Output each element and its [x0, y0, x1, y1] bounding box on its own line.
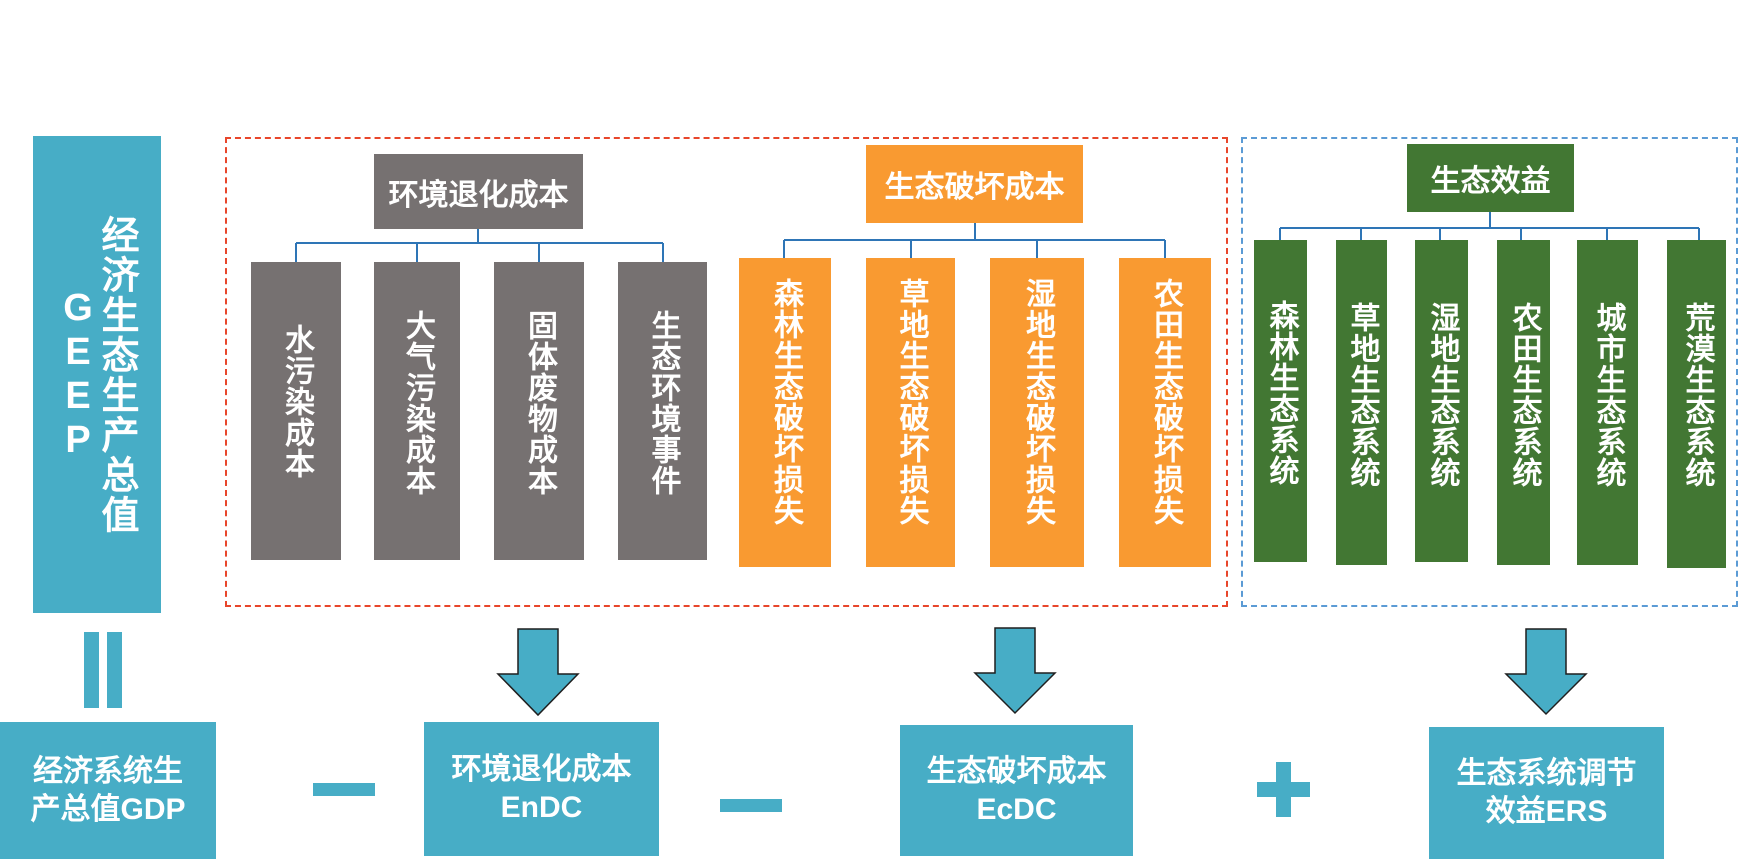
eco-benefit-item-label: 城市生态系统	[1591, 302, 1625, 488]
eco-benefit-item-urban: 城市生态系统	[1577, 240, 1638, 565]
env-item-label: 生态环境事件	[646, 310, 680, 496]
eco-benefit-item-label: 森林生态系统	[1264, 300, 1298, 486]
eco-damage-item-label: 草地生态破坏损失	[894, 278, 928, 526]
eco-benefit-item-farmland: 农田生态系统	[1497, 240, 1550, 565]
env-item-water: 水污染成本	[251, 262, 341, 560]
eco-benefit-item-forest: 森林生态系统	[1254, 240, 1307, 562]
eco-damage-header-label: 生态破坏成本	[884, 171, 1065, 204]
cost-group-frame	[225, 137, 1228, 607]
minus-sign-2	[720, 799, 782, 812]
eco-damage-header: 生态破坏成本	[866, 145, 1083, 223]
env-item-label: 固体废物成本	[523, 310, 556, 496]
eco-damage-item-label: 农田生态破坏损失	[1149, 278, 1182, 526]
env-cost-header-label: 环境退化成本	[388, 178, 569, 212]
gdp-box: 经济系统生 产总值GDP	[0, 722, 216, 859]
eco-damage-item-label: 湿地生态破坏损失	[1021, 278, 1054, 526]
benefit-group-frame	[1241, 137, 1738, 607]
env-item-solid-waste: 固体废物成本	[494, 262, 584, 560]
ers-box: 生态系统调节 效益ERS	[1429, 727, 1664, 859]
minus-sign-1	[313, 783, 375, 796]
eco-benefit-item-wetland: 湿地生态系统	[1415, 240, 1468, 562]
endc-label-line1: 环境退化成本	[451, 753, 632, 786]
eco-benefit-item-label: 湿地生态系统	[1425, 302, 1459, 488]
equals-sign-bar-right	[107, 632, 122, 708]
gdp-label-line2: 产总值GDP	[30, 792, 186, 826]
endc-label-line2: EnDC	[500, 791, 583, 824]
eco-benefit-item-desert: 荒漠生态系统	[1667, 240, 1726, 568]
eco-benefit-header: 生态效益	[1407, 144, 1574, 212]
endc-box: 环境退化成本 EnDC	[424, 722, 659, 856]
geep-box: 经济生态生产总值GEEP	[33, 136, 161, 613]
geep-label: 经济生态生产总值GEEP	[57, 214, 137, 535]
ers-label-line1: 生态系统调节	[1456, 757, 1637, 790]
arrow-down-icon	[973, 627, 1057, 715]
plus-sign-v	[1276, 762, 1291, 817]
eco-benefit-item-label: 农田生态系统	[1507, 302, 1541, 488]
eco-damage-item-farmland: 农田生态破坏损失	[1119, 258, 1211, 567]
ecdc-box: 生态破坏成本 EcDC	[900, 725, 1133, 856]
eco-benefit-item-label: 草地生态系统	[1345, 302, 1379, 488]
ecdc-label-line2: EcDC	[976, 792, 1057, 826]
env-item-eco-event: 生态环境事件	[618, 262, 707, 560]
equals-sign-bar-left	[84, 632, 99, 708]
eco-benefit-item-grassland: 草地生态系统	[1336, 240, 1387, 565]
env-cost-header: 环境退化成本	[374, 154, 583, 229]
arrow-down-icon	[496, 628, 580, 717]
eco-damage-item-label: 森林生态破坏损失	[769, 278, 802, 526]
gdp-label-line1: 经济系统生	[33, 754, 183, 788]
env-item-label: 水污染成本	[280, 324, 313, 479]
eco-damage-item-grassland: 草地生态破坏损失	[866, 258, 955, 567]
eco-damage-item-forest: 森林生态破坏损失	[739, 258, 831, 567]
ecdc-label-line1: 生态破坏成本	[926, 754, 1107, 788]
env-item-air: 大气污染成本	[374, 262, 460, 560]
env-item-label: 大气污染成本	[401, 310, 434, 496]
eco-damage-item-wetland: 湿地生态破坏损失	[990, 258, 1084, 567]
eco-benefit-header-label: 生态效益	[1430, 165, 1551, 198]
ers-label-line2: 效益ERS	[1485, 795, 1608, 828]
eco-benefit-item-label: 荒漠生态系统	[1680, 302, 1714, 488]
arrow-down-icon	[1504, 628, 1588, 716]
